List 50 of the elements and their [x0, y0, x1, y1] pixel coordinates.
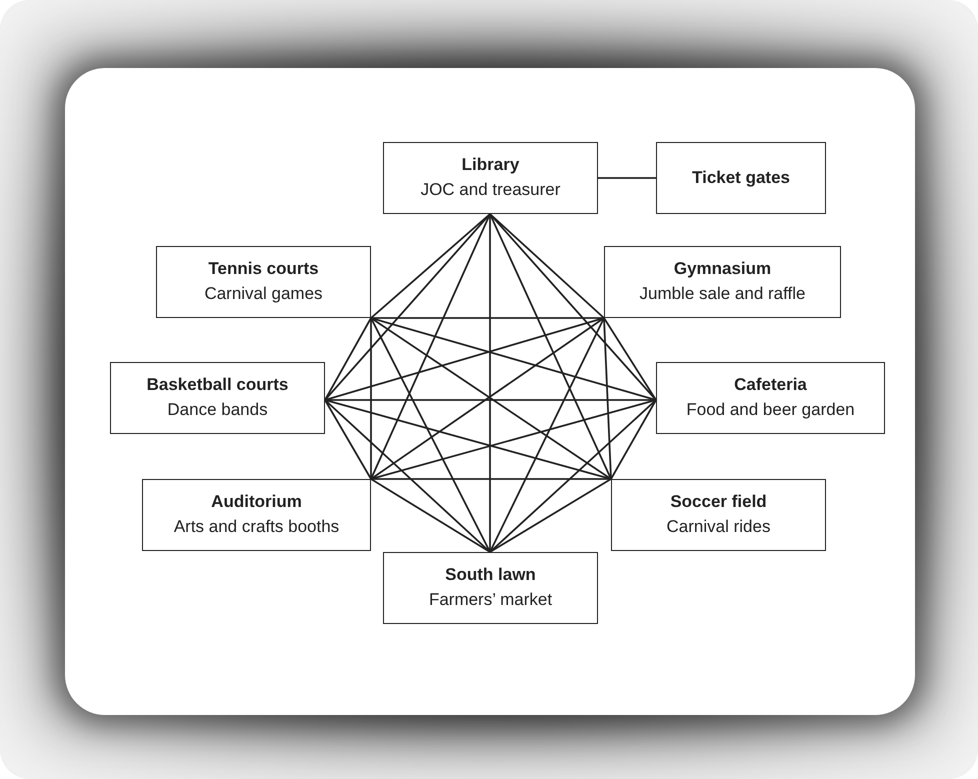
activity-text: Jumble sale and raffle — [639, 283, 806, 305]
connector-line — [370, 399, 656, 480]
connector-line — [489, 214, 612, 480]
activity-text: Carnival games — [204, 283, 323, 305]
activity-text: Food and beer garden — [686, 399, 855, 421]
location-box — [611, 479, 826, 551]
connector-line — [610, 400, 657, 480]
connector-line — [324, 318, 372, 400]
connector-line — [489, 213, 657, 401]
connector-line — [598, 177, 656, 179]
location-box — [383, 552, 598, 624]
connector-line — [489, 318, 605, 552]
location-box — [383, 142, 598, 214]
location-name: Tennis courts — [208, 258, 319, 280]
location-box — [110, 362, 325, 434]
connector-line — [324, 317, 604, 401]
location-box — [604, 246, 841, 318]
location-box — [156, 246, 371, 318]
connector-line — [603, 318, 612, 480]
connector-line — [324, 213, 491, 401]
connector-line — [371, 317, 604, 319]
location-name: Cafeteria — [734, 374, 807, 396]
connector-line — [489, 214, 491, 552]
activity-text: Arts and crafts booths — [174, 516, 340, 538]
connector-line — [324, 399, 491, 553]
connector-line — [489, 399, 657, 553]
activity-text: Carnival rides — [666, 516, 770, 538]
connector-line — [370, 214, 491, 480]
location-name: Gymnasium — [674, 258, 772, 280]
location-box — [656, 362, 885, 434]
connector-line — [370, 318, 491, 552]
location-name: Ticket gates — [692, 166, 790, 189]
connector-line — [603, 318, 657, 400]
location-name: Soccer field — [670, 491, 767, 514]
location-name: Auditorium — [211, 491, 302, 514]
connector-line — [370, 318, 372, 479]
location-name: Basketball courts — [146, 374, 288, 396]
connector-line — [370, 478, 490, 553]
activity-text: JOC and treasurer — [420, 179, 560, 201]
activity-text: Farmers’ market — [428, 589, 552, 611]
location-box — [142, 479, 371, 551]
location-box — [656, 142, 826, 214]
connector-line — [324, 400, 372, 480]
connector-line — [490, 478, 612, 553]
connector-line — [370, 317, 656, 401]
activity-text: Dance bands — [167, 399, 268, 421]
connector-line — [324, 399, 612, 480]
connector-line — [371, 478, 611, 480]
location-name: Library — [462, 154, 520, 176]
location-name: South lawn — [445, 564, 536, 586]
